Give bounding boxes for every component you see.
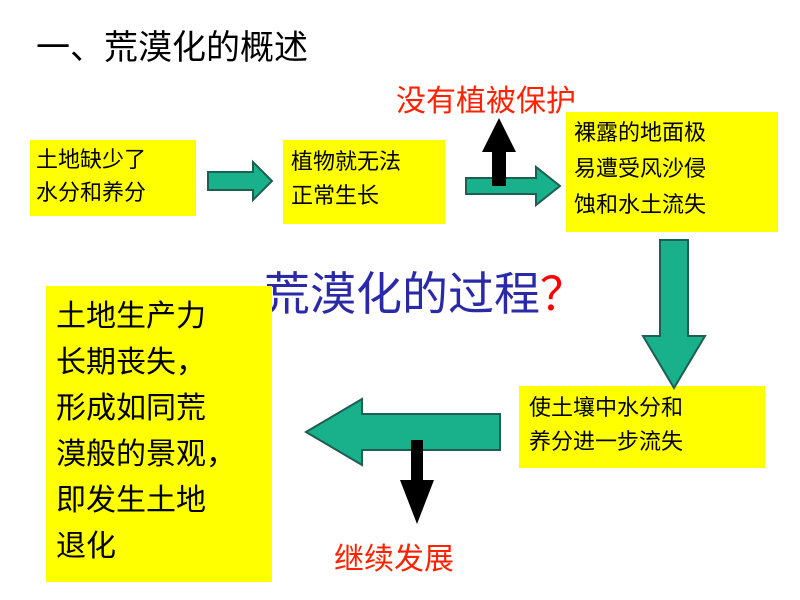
box-further-loss-text: 使土壤中水分和 养分进一步流失 — [529, 396, 684, 455]
process-title: 荒漠化的过程？ — [264, 258, 586, 324]
question-mark: ？ — [540, 267, 586, 321]
box-plants-cannot-grow-text: 植物就无法 正常生长 — [291, 150, 402, 209]
arrow-right-2 — [465, 164, 562, 208]
process-title-text: 荒漠化的过程 — [264, 267, 540, 321]
page-title: 一、荒漠化的概述 — [36, 28, 308, 68]
arrow-right-1 — [207, 159, 274, 203]
arrow-up-black — [482, 118, 516, 186]
box-plants-cannot-grow: 植物就无法 正常生长 — [283, 140, 445, 224]
no-vegetation-note: 没有植被保护 — [396, 84, 576, 119]
box-lack-water-nutrients: 土地缺少了 水分和养分 — [30, 140, 196, 216]
box-land-degradation-text: 土地生产力 长期丧失， 形成如同荒 漠般的景观， 即发生土地 退化 — [56, 299, 236, 564]
continue-development-note: 继续发展 — [334, 542, 454, 577]
box-further-loss: 使土壤中水分和 养分进一步流失 — [519, 386, 765, 468]
box-land-degradation: 土地生产力 长期丧失， 形成如同荒 漠般的景观， 即发生土地 退化 — [46, 286, 272, 582]
arrow-down-black — [400, 440, 434, 524]
box-exposed-ground-erosion-text: 裸露的地面极 易遭受风沙侵 蚀和水土流失 — [574, 121, 707, 218]
arrow-left-green — [304, 397, 501, 467]
arrow-down-green — [641, 239, 707, 390]
box-exposed-ground-erosion: 裸露的地面极 易遭受风沙侵 蚀和水土流失 — [566, 112, 778, 232]
box-lack-water-nutrients-text: 土地缺少了 水分和养分 — [36, 148, 147, 206]
